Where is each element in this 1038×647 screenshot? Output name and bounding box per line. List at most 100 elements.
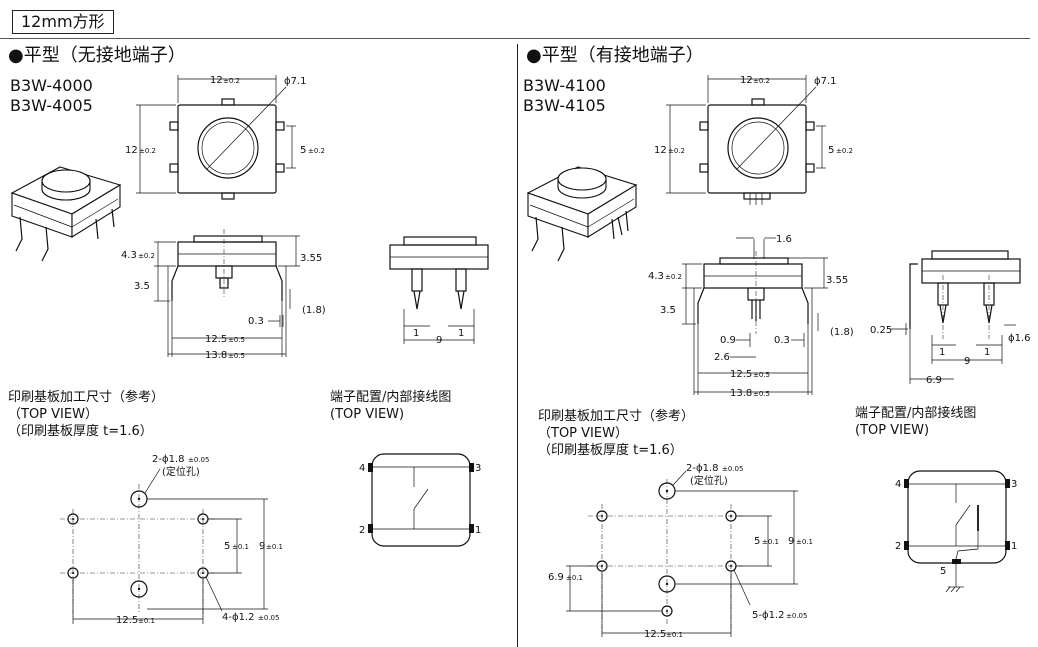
dim-label: (1.8)	[830, 327, 854, 338]
pcb-pattern: 2-ϕ1.8 ±0.05 (定位孔) 5 ±0.1 9 ±0.1 12.5 ±0…	[60, 454, 283, 626]
dim-tolerance: ±0.1	[232, 543, 249, 551]
dim-label: 9	[259, 541, 265, 552]
title-bar: 12mm方形	[0, 0, 1038, 39]
dim-tolerance: ±0.2	[668, 147, 685, 155]
dim-label: 5	[300, 145, 306, 156]
dim-label: 5	[754, 536, 760, 547]
terminal-number: 5	[940, 566, 946, 577]
dim-tolerance: ±0.05	[786, 612, 807, 620]
dim-tolerance: ±0.05	[188, 456, 209, 464]
dim-tolerance: ±0.2	[308, 147, 325, 155]
switch-3d-illustration	[526, 166, 638, 262]
dim-label: 1.6	[776, 234, 792, 245]
dim-label: 0.25	[870, 325, 892, 336]
dim-tolerance: ±0.2	[223, 77, 240, 85]
dim-label: 6.9	[548, 572, 564, 583]
drawing-with-ground: 12 ±0.2 ϕ7.1 12 ±0.2 5 ±0.2 1.6	[526, 75, 1031, 640]
dim-tolerance: ±0.1	[762, 538, 779, 546]
terminal-number: 1	[475, 525, 481, 536]
dim-label: ϕ1.6	[1008, 333, 1031, 344]
dim-tolerance: ±0.2	[138, 252, 155, 260]
dim-tolerance: ±0.1	[566, 574, 583, 582]
front-view: 4.3 ±0.2 3.5 3.55 (1.8) 0.3 12.5 ±0.5	[121, 229, 326, 361]
dim-label: 4.3	[648, 271, 664, 282]
dim-label: 1	[458, 328, 464, 339]
model-number: B3W-4100	[523, 76, 606, 95]
dim-label: 5-ϕ1.2	[752, 610, 784, 621]
dim-label: 12	[654, 145, 667, 156]
dim-label: 2.6	[714, 352, 730, 363]
terminal-note: 端子配置/内部接线图 (TOP VIEW)	[330, 390, 452, 422]
panel-title: ●平型（有接地端子）	[526, 45, 704, 66]
model-number: B3W-4105	[523, 96, 606, 115]
dim-tolerance: ±0.05	[258, 614, 279, 622]
terminal-note: 端子配置/内部接线图 (TOP VIEW)	[855, 406, 977, 438]
top-view: 12 ±0.2 ϕ7.1 12 ±0.2 5 ±0.2	[125, 75, 325, 200]
dim-tolerance: ±0.1	[666, 631, 683, 639]
dim-label: 0.3	[248, 316, 264, 327]
dim-label: 12.5	[116, 615, 138, 626]
dim-label: ϕ7.1	[284, 76, 307, 87]
side-view: 1 1 9	[389, 236, 489, 346]
dim-tolerance: ±0.1	[138, 617, 155, 625]
dim-tolerance: ±0.2	[836, 147, 853, 155]
section-title: 12mm方形	[12, 10, 114, 34]
panel-no-ground: ●平型（无接地端子） B3W-4000 B3W-4005 印刷基板加工尺寸（参考…	[0, 39, 517, 647]
top-view: 12 ±0.2 ϕ7.1 12 ±0.2 5 ±0.2	[654, 75, 853, 205]
dim-label: (定位孔)	[690, 474, 728, 487]
pcb-pattern: 2-ϕ1.8 ±0.05 (定位孔) 5 ±0.1 9 ±0.1 6.9 ±0.…	[548, 463, 813, 640]
dim-label: 13.8	[205, 350, 227, 361]
dim-label: 12	[125, 145, 138, 156]
dim-label: 4.3	[121, 250, 137, 261]
dim-label: 0.3	[774, 335, 790, 346]
model-number: B3W-4000	[10, 76, 93, 95]
switch-3d-illustration	[10, 166, 122, 262]
dim-label: 12.5	[205, 334, 227, 345]
dim-label: 2-ϕ1.8	[152, 454, 184, 465]
dim-label: 9	[436, 335, 442, 346]
dim-tolerance: ±0.5	[228, 352, 245, 360]
dim-label: 5	[828, 145, 834, 156]
dim-tolerance: ±0.1	[796, 538, 813, 546]
dim-label: 3.55	[826, 275, 848, 286]
dim-label: 12	[740, 75, 753, 86]
dim-label: 6.9	[926, 375, 942, 386]
pcb-note: 印刷基板加工尺寸（参考） （TOP VIEW） （印刷基板厚度 t=1.6）	[8, 390, 165, 439]
dim-label: 0.9	[720, 335, 736, 346]
dim-tolerance: ±0.5	[753, 371, 770, 379]
dim-label: 12	[210, 75, 223, 86]
terminal-number: 3	[475, 463, 481, 474]
dim-tolerance: ±0.2	[665, 273, 682, 281]
terminal-number: 4	[359, 463, 365, 474]
dim-label: 1	[939, 347, 945, 358]
terminal-diagram: 4 3 2 1	[359, 453, 481, 547]
dim-label: 9	[788, 536, 794, 547]
dim-label: ϕ7.1	[814, 76, 837, 87]
dim-tolerance: ±0.2	[753, 77, 770, 85]
dim-tolerance: ±0.5	[753, 390, 770, 398]
dim-label: 9	[964, 356, 970, 367]
terminal-diagram: 4 3 2 1 5	[895, 470, 1017, 593]
dim-label: 3.5	[660, 305, 676, 316]
dim-label: 5	[224, 541, 230, 552]
terminal-number: 3	[1011, 479, 1017, 490]
pcb-note: 印刷基板加工尺寸（参考） （TOP VIEW） （印刷基板厚度 t=1.6）	[538, 409, 695, 458]
dim-label: 2-ϕ1.8	[686, 463, 718, 474]
dim-label: 4-ϕ1.2	[222, 612, 254, 623]
panel-with-ground: ●平型（有接地端子） B3W-4100 B3W-4105 印刷基板加工尺寸（参考…	[518, 39, 1038, 647]
terminal-number: 2	[895, 541, 901, 552]
terminal-number: 1	[1011, 541, 1017, 552]
panel-divider	[517, 44, 518, 647]
dim-label: 13.8	[730, 388, 752, 399]
model-number: B3W-4005	[10, 96, 93, 115]
dim-tolerance: ±0.05	[722, 465, 743, 473]
dim-tolerance: ±0.1	[266, 543, 283, 551]
drawing-no-ground: 12 ±0.2 ϕ7.1 12 ±0.2 5 ±0.2 4.3 ±0.2	[10, 75, 489, 626]
panel-title: ●平型（无接地端子）	[8, 45, 186, 66]
dim-label: 12.5	[644, 629, 666, 640]
dim-label: 3.5	[134, 281, 150, 292]
terminal-number: 2	[359, 525, 365, 536]
title-rule	[0, 38, 1030, 39]
dim-label: 1	[413, 328, 419, 339]
side-view: 0.25 1 1 9 6.9 ϕ1.6	[870, 250, 1031, 386]
